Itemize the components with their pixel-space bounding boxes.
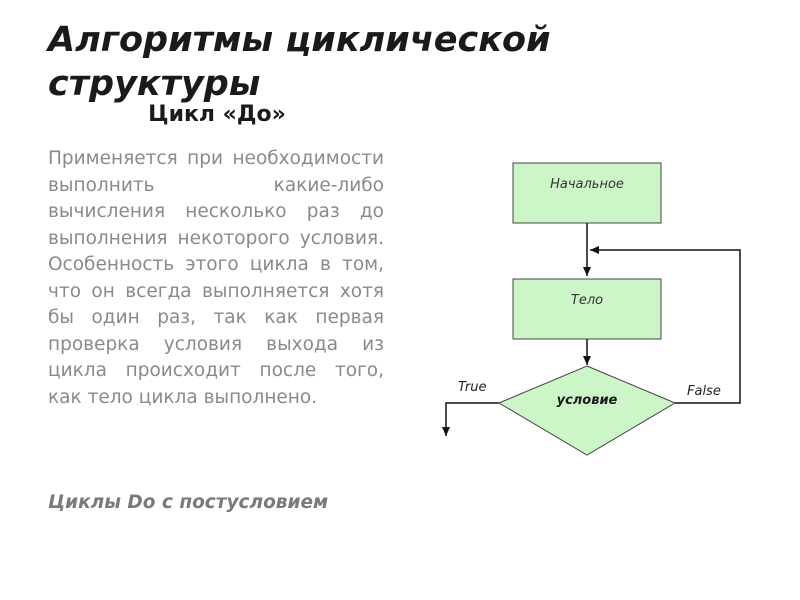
slide-title: Алгоритмы циклической структуры — [48, 20, 551, 104]
false-label: False — [687, 384, 721, 399]
body-block — [512, 278, 662, 340]
true-exit-line — [442, 402, 499, 436]
start-block — [512, 162, 662, 224]
slide-subtitle: Цикл «До» — [148, 102, 286, 127]
true-label: True — [458, 380, 487, 395]
false-loop-line — [590, 246, 741, 404]
body-note: Циклы Do с постусловием — [48, 492, 329, 513]
condition-label: условие — [557, 393, 618, 408]
condition-diamond — [497, 365, 677, 456]
start-block-label: Начальное — [550, 177, 624, 192]
body-paragraph: Применяется при необходимости выполнить … — [48, 148, 384, 408]
body-block-label: Тело — [571, 293, 603, 308]
